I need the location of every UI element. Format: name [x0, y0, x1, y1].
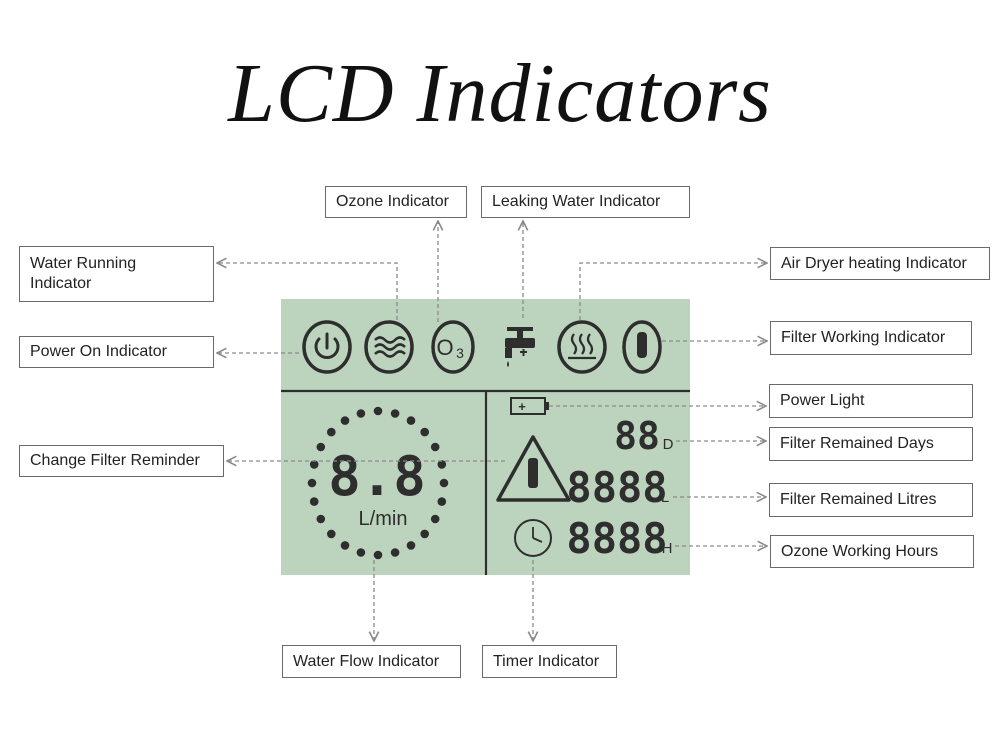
filter-working-indicator-label: Filter Working Indicator [770, 321, 972, 355]
timer-indicator-label: Timer Indicator [482, 645, 617, 678]
water-running-indicator-label: Water Running Indicator [19, 246, 214, 302]
power-light-label: Power Light [769, 384, 973, 418]
power-on-indicator-label: Power On Indicator [19, 336, 214, 368]
ozone-indicator-label: Ozone Indicator [325, 186, 467, 218]
change-filter-reminder-label: Change Filter Reminder [19, 445, 224, 477]
water-flow-indicator-label: Water Flow Indicator [282, 645, 461, 678]
filter-remained-days-label: Filter Remained Days [769, 427, 973, 461]
filter-remained-litres-label: Filter Remained Litres [769, 483, 973, 517]
ozone-working-hours-label: Ozone Working Hours [770, 535, 974, 568]
page-title: LCD Indicators [228, 47, 772, 140]
lcd-panel [281, 299, 690, 575]
leaking-water-indicator-label: Leaking Water Indicator [481, 186, 690, 218]
air-dryer-heating-indicator-label: Air Dryer heating Indicator [770, 247, 990, 280]
